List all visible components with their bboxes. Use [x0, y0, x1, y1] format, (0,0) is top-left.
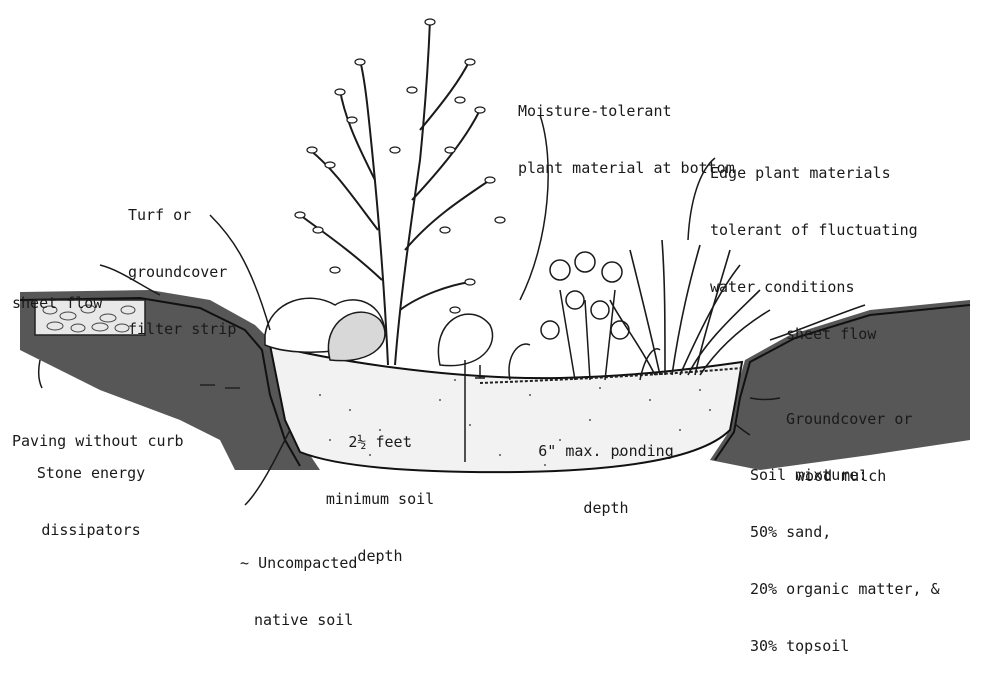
label-line: groundcover	[128, 263, 236, 282]
label-line: Edge plant materials	[710, 164, 918, 183]
tree-leaves	[295, 19, 505, 313]
label-line: minimum soil	[318, 490, 442, 509]
soil-mixture-label: Soil mixture: 50% sand, 20% organic matt…	[750, 428, 940, 694]
turf-strip-label: Turf or groundcover filter strip	[128, 168, 236, 377]
label-line: 2½ feet	[318, 433, 442, 452]
label-line: plant material at bottom	[518, 159, 735, 178]
label-line: native soil	[240, 611, 357, 630]
label-text: Uncompacted	[258, 554, 357, 572]
label-line: sheet flow	[12, 294, 102, 313]
label-line: Moisture-tolerant	[518, 102, 735, 121]
label-line: 30% topsoil	[750, 637, 940, 656]
label-line: ~ Uncompacted	[240, 554, 357, 573]
stone-dissipators-label: Stone energy dissipators	[16, 426, 166, 578]
bioretention-diagram: Moisture-tolerant plant material at bott…	[0, 0, 989, 558]
moisture-tolerant-label: Moisture-tolerant plant material at bott…	[518, 64, 735, 216]
label-line: Turf or	[128, 206, 236, 225]
ponding-depth-label: 6" max. ponding depth	[488, 404, 724, 556]
label-line: Stone energy	[16, 464, 166, 483]
label-line: tolerant of fluctuating	[710, 221, 918, 240]
native-soil-label: ~ Uncompacted native soil	[240, 516, 357, 668]
sheet-flow-left-label: sheet flow	[12, 256, 102, 351]
label-line: 50% sand,	[750, 523, 940, 542]
label-line: Groundcover or	[786, 410, 912, 429]
sheet-flow-right-label: sheet flow	[786, 287, 876, 382]
label-line: 20% organic matter, &	[750, 580, 940, 599]
label-line: dissipators	[16, 521, 166, 540]
label-line: Soil mixture:	[750, 466, 940, 485]
label-line: sheet flow	[786, 325, 876, 344]
label-line: depth	[488, 499, 724, 518]
label-line: filter strip	[128, 320, 236, 339]
label-line: 6" max. ponding	[488, 442, 724, 461]
